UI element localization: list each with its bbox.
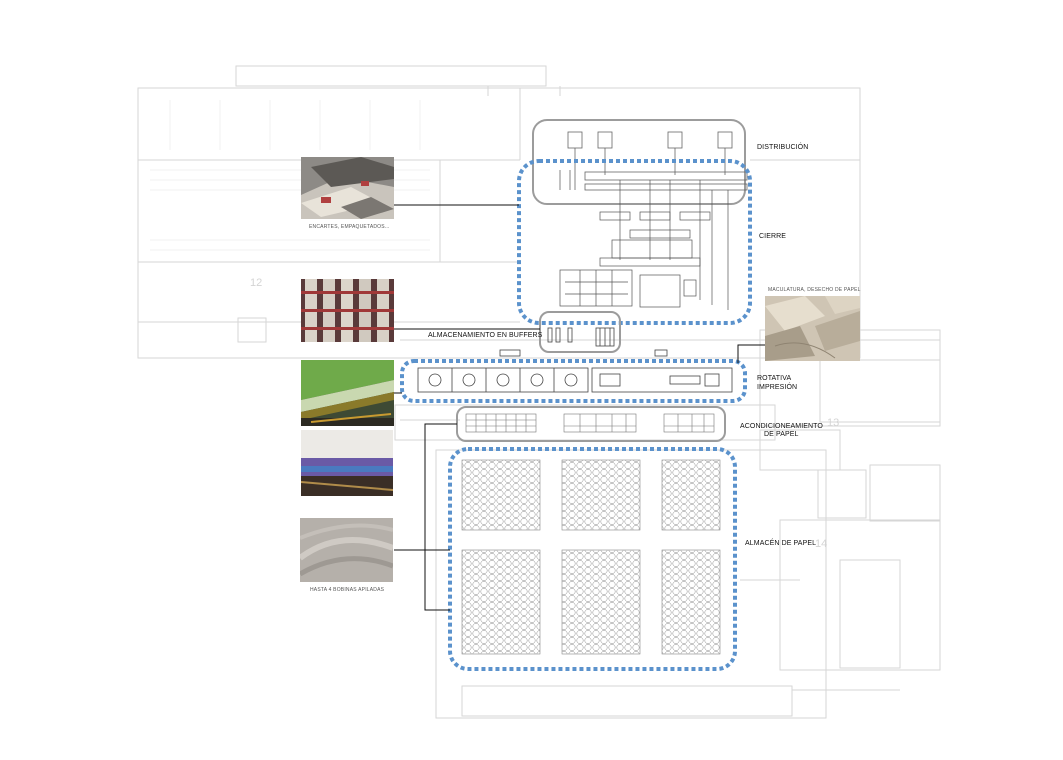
waste-paper-photo (765, 296, 860, 361)
cierre-zone (517, 159, 752, 325)
encartes-caption: ENCARTES, EMPAQUETADOS... (309, 224, 390, 230)
label-acondicionamiento: ACONDICIONEAMIENTO (740, 423, 823, 430)
acondicionamiento-zone (456, 406, 726, 442)
maculatura-caption: MACULATURA, DESECHO DE PAPEL (768, 287, 861, 293)
cierre-machinery (559, 180, 729, 310)
leader-lines (394, 204, 765, 611)
buffers-zone (539, 311, 621, 353)
rotativa-zone (400, 359, 747, 403)
label-rotativa: ROTATIVA (757, 375, 792, 382)
label-distribucion: DISTRIBUCIÓN (757, 144, 809, 151)
label-almacen: ALMACÉN DE PAPEL (745, 540, 817, 547)
newspaper-bundles-photo (301, 157, 394, 219)
label-cierre: CIERRE (759, 233, 787, 240)
rotativa-machinery (417, 367, 733, 393)
paper-roll-blocks (461, 459, 721, 655)
room-number-12: 12 (250, 277, 263, 289)
buffers-machinery (499, 327, 668, 357)
label-impresion: IMPRESIÓN (757, 384, 798, 391)
room-number-14: 14 (815, 538, 828, 550)
label-de-papel: DE PAPEL (764, 431, 799, 438)
room-number-13: 13 (827, 417, 840, 429)
paper-roll-machine-photo (301, 430, 393, 496)
acondicionamiento-racks (465, 413, 715, 433)
printing-plates-photo (301, 279, 394, 342)
stacked-paper-rolls-photo (300, 518, 393, 582)
bobinas-caption: HASTA 4 BOBINAS APILADAS (310, 587, 385, 593)
label-almacenamiento: ALMACENAMIENTO EN BUFFERS (428, 332, 543, 339)
green-print-rollers-photo (301, 360, 394, 426)
